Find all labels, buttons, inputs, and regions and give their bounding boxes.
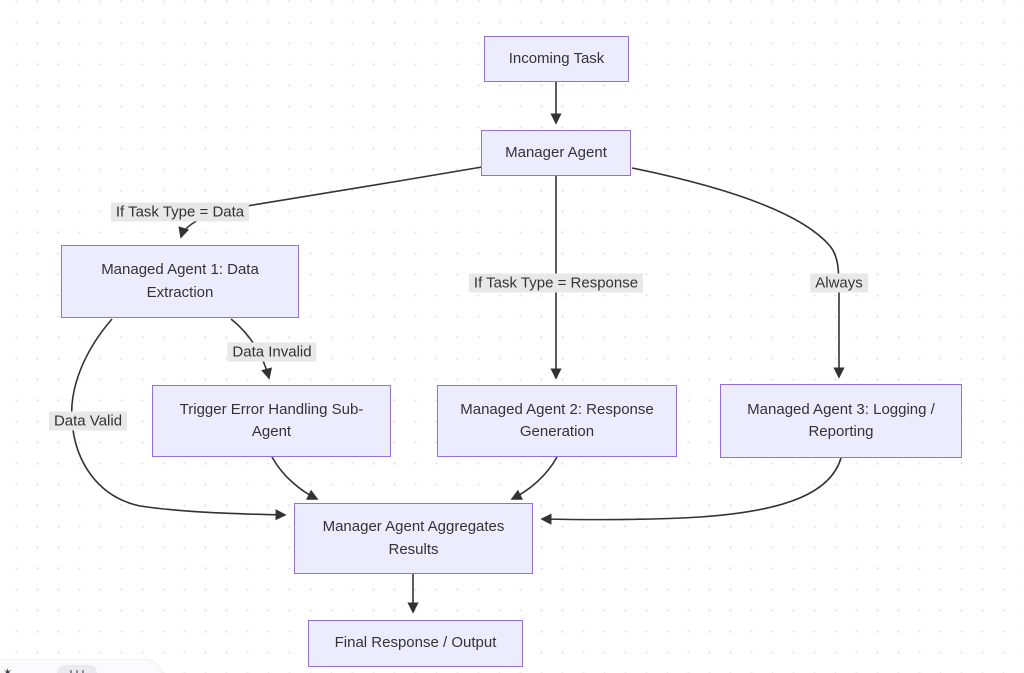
drag-handle-icon[interactable]	[57, 665, 97, 673]
edge-label-if-task-type-response: If Task Type = Response	[468, 273, 644, 293]
edge-label-always: Always	[810, 273, 868, 293]
edge-agent1-to-aggregates	[70, 318, 287, 521]
edge-label-if-task-type-data: If Task Type = Data	[110, 202, 250, 222]
node-managed-agent-2: Managed Agent 2: Response Generation	[437, 385, 677, 457]
node-managed-agent-3: Managed Agent 3: Logging / Reporting	[720, 384, 962, 458]
edge-agent2-to-aggregates	[510, 456, 558, 500]
edge-label-data-valid: Data Valid	[48, 411, 128, 431]
edge-trigger-to-aggregates	[271, 456, 319, 500]
edge-manager-to-agent1	[178, 166, 483, 239]
node-trigger-error-subagent: Trigger Error Handling Sub-Agent	[152, 385, 391, 457]
bottom-floating-toolbar[interactable]: ✶	[0, 659, 162, 673]
node-aggregates-results: Manager Agent Aggregates Results	[294, 503, 533, 574]
node-managed-agent-1: Managed Agent 1: Data Extraction	[61, 245, 299, 318]
edge-agent3-to-aggregates	[540, 457, 842, 525]
node-manager-agent: Manager Agent	[481, 130, 631, 176]
app-logo-icon: ✶	[3, 667, 13, 673]
edge-manager-to-agent3	[631, 167, 845, 379]
node-final-output: Final Response / Output	[308, 620, 523, 667]
node-incoming-task: Incoming Task	[484, 36, 629, 82]
edge-label-data-invalid: Data Invalid	[227, 342, 317, 362]
